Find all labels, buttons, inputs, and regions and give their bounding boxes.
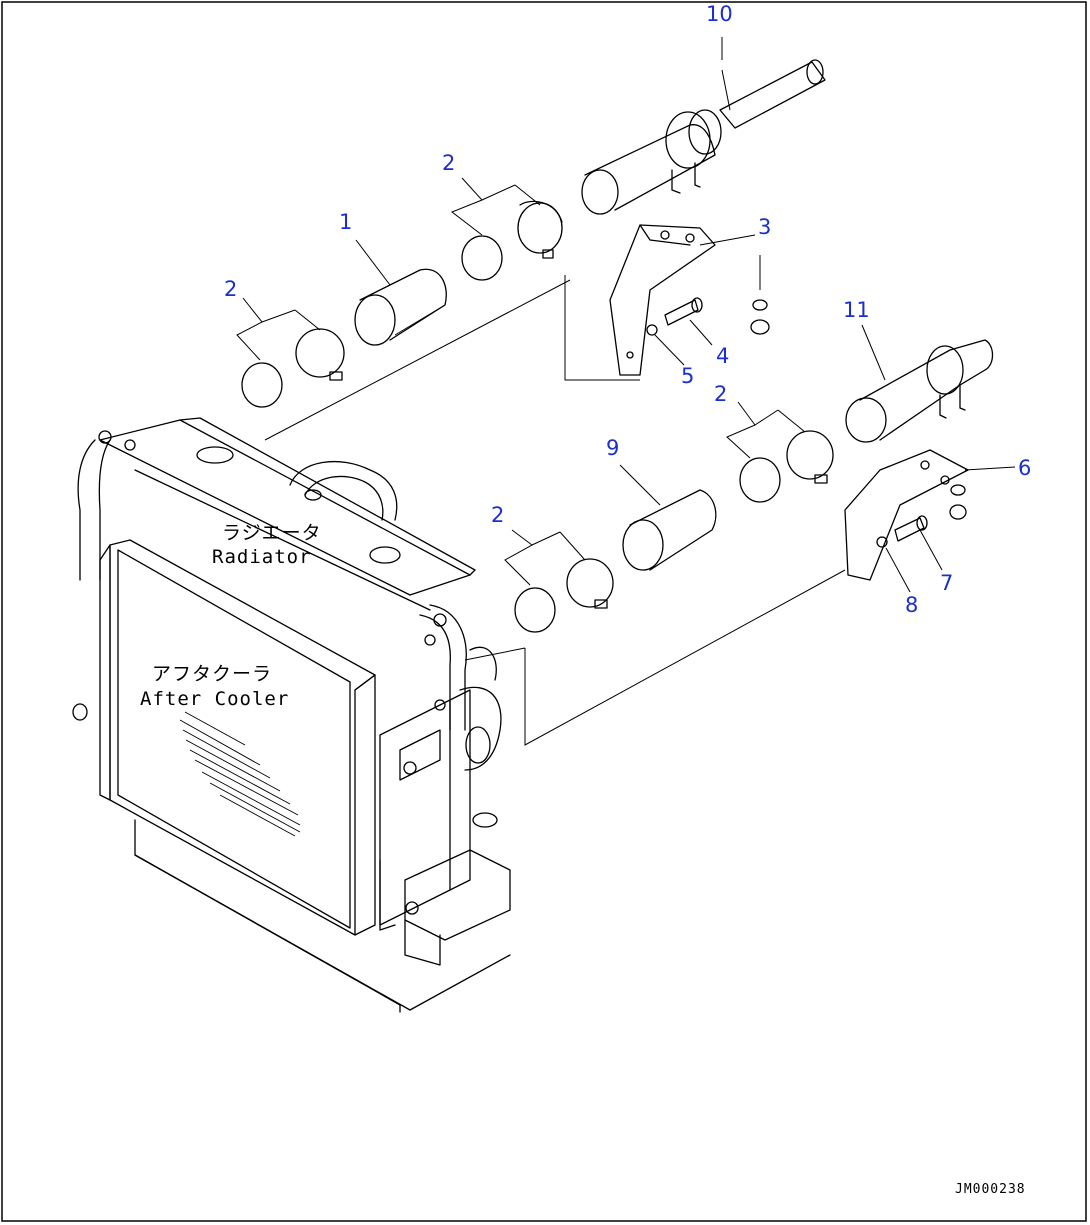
part-2-clamps-lower: [514, 558, 614, 633]
connection-lines: [264, 275, 846, 746]
part-9-hose: [622, 489, 717, 571]
callout-2-middle: 2: [714, 382, 727, 406]
callout-7: 7: [940, 571, 953, 595]
callout-11: 11: [843, 298, 870, 322]
callout-10: 10: [706, 2, 733, 26]
aftercooler-label-jp: アフタクーラ: [152, 663, 272, 685]
part-11-pipe: [845, 339, 994, 443]
radiator-aftercooler-assembly: [72, 417, 511, 1013]
callout-6: 6: [1018, 456, 1031, 480]
callout-2-upper: 2: [442, 151, 455, 175]
callout-4: 4: [716, 344, 729, 368]
part-7-bolt: [894, 515, 928, 542]
callout-1: 1: [339, 210, 352, 234]
part-1-hose: [354, 268, 447, 346]
part-3-nuts: [750, 255, 770, 335]
part-2-clamps-middle: [739, 430, 834, 503]
callout-3: 3: [758, 215, 771, 239]
radiator-label-jp: ラジエータ: [222, 522, 322, 544]
callout-2-lower: 2: [491, 503, 504, 527]
callout-5: 5: [681, 364, 694, 388]
component-labels: ラジエータ Radiator アフタクーラ After Cooler: [140, 522, 322, 710]
callout-8: 8: [905, 593, 918, 617]
part-6-bracket: [844, 449, 969, 581]
drawing-id: JM000238: [955, 1182, 1026, 1197]
radiator-label-en: Radiator: [212, 546, 312, 568]
part-5-washer: [646, 324, 658, 336]
callout-leaders: [236, 37, 1016, 593]
part-8-washer: [876, 536, 888, 548]
part-2-clamps-left: [241, 328, 345, 408]
part-2-clamps-upper: [461, 200, 563, 281]
part-3-bracket: [609, 224, 716, 376]
aftercooler-label-en: After Cooler: [140, 688, 289, 710]
part-10-pipe: [581, 59, 826, 215]
part-4-bolt: [664, 297, 703, 326]
callout-9: 9: [606, 436, 619, 460]
callout-numbers: 10 2 1 3 2 11 4 5 2 9 6 2 7 8: [224, 2, 1031, 617]
callout-2-left: 2: [224, 277, 237, 301]
